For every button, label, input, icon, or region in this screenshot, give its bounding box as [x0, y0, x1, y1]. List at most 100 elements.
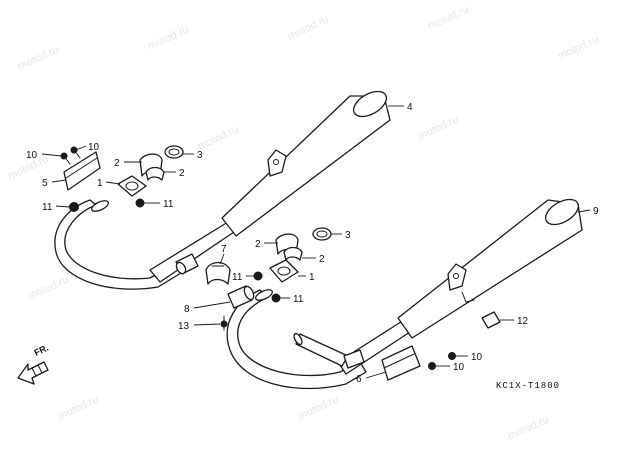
- gasket-3b-inner: [316, 230, 328, 238]
- lower-pipe-inlet: [255, 289, 273, 301]
- direction-label: FR.: [33, 343, 50, 358]
- leader-6: [365, 371, 387, 379]
- watermark: motod.ru: [296, 393, 340, 422]
- callout-12: 12: [517, 316, 529, 327]
- nut-11b: [135, 198, 145, 208]
- watermark: motod.ru: [506, 413, 550, 442]
- lower-joint-collar: [343, 349, 365, 369]
- front-direction-indicator: FR.: [17, 343, 50, 385]
- callout-1: 1: [309, 272, 315, 283]
- heat-protector-5: [63, 151, 101, 191]
- callout-10: 10: [26, 150, 38, 161]
- leader-5: [51, 179, 67, 183]
- callout-2: 2: [114, 158, 120, 169]
- lower-branch-end: [293, 332, 303, 346]
- collar-2b: [145, 166, 165, 181]
- collar-2d: [283, 246, 303, 261]
- callout-10: 10: [453, 362, 465, 373]
- watermark: motod.ru: [286, 13, 330, 42]
- joint-flange-1b-hole: [277, 266, 291, 276]
- arrow-hatch: [37, 364, 43, 374]
- lower-header-pipe: [226, 289, 367, 390]
- bolt-10d: [428, 362, 436, 370]
- nut-11a: [69, 202, 79, 212]
- callout-3: 3: [345, 230, 351, 241]
- bolt-10b-shank: [73, 149, 81, 159]
- callout-7: 7: [221, 244, 227, 255]
- muffler-4-body: [221, 95, 391, 237]
- connector-tube-8-end: [243, 285, 255, 301]
- muffler-9-lower-tab: [461, 291, 475, 303]
- leader-1a: [105, 181, 121, 185]
- callout-6: 6: [356, 374, 362, 385]
- joint-flange-1b: [269, 259, 299, 283]
- callout-1: 1: [97, 178, 103, 189]
- muffler-9-tip: [544, 198, 580, 226]
- heat-protector-6: [381, 345, 421, 381]
- callout-11: 11: [42, 202, 53, 213]
- callout-3: 3: [197, 150, 203, 161]
- bolt-10a-shank: [63, 155, 71, 165]
- leader-lines: [41, 105, 591, 379]
- lower-branch-pipe: [295, 333, 349, 367]
- muffler-4-bracket: [267, 149, 287, 177]
- watermark: motod.ru: [26, 273, 70, 302]
- bolt-10c: [448, 352, 456, 360]
- joint-flange-1a: [117, 175, 147, 197]
- muffler-9-body: [397, 199, 583, 339]
- leader-11a: [55, 205, 71, 208]
- arrow-icon: [17, 361, 49, 385]
- muffler-4-tip: [352, 90, 388, 118]
- leader-7: [219, 253, 225, 265]
- callout-2: 2: [255, 239, 261, 250]
- lower-exhaust-pipe: [226, 289, 411, 390]
- watermark: motod.ru: [146, 23, 190, 52]
- callout-11: 11: [163, 199, 174, 210]
- leader-10a: [41, 153, 63, 157]
- leader-10b: [75, 145, 87, 151]
- callout-2: 2: [179, 168, 185, 179]
- upper-pipe-inlet: [91, 200, 109, 212]
- watermark: motod.ru: [416, 113, 460, 142]
- leader-8: [193, 301, 231, 309]
- callout-10: 10: [471, 352, 483, 363]
- nut-11d: [271, 293, 281, 303]
- watermark: motod.ru: [56, 393, 100, 422]
- callout-2: 2: [319, 254, 325, 265]
- callout-9: 9: [593, 206, 599, 217]
- watermark: motod.ru: [196, 123, 240, 152]
- callout-4: 4: [407, 102, 413, 113]
- heat-protector-5-edge: [65, 157, 98, 179]
- watermark: motod.ru: [426, 3, 470, 32]
- watermark: motod.ru: [556, 33, 600, 62]
- callout-11: 11: [232, 272, 243, 283]
- heat-protector-6-edge: [383, 353, 415, 369]
- upper-joint-ring: [175, 261, 187, 275]
- callout-5: 5: [42, 178, 48, 189]
- watermark: motod.ru: [16, 43, 60, 72]
- clip-nut-12: [481, 311, 501, 329]
- callout-10: 10: [88, 142, 100, 153]
- muffler-4: [221, 90, 391, 237]
- callout-11: 11: [293, 294, 304, 305]
- gasket-3a: [164, 145, 184, 159]
- upper-header-pipe: [54, 199, 187, 290]
- callout-8: 8: [184, 304, 190, 315]
- arrow-hatch: [31, 367, 37, 377]
- joint-flange-1a-hole: [125, 181, 139, 191]
- muffler-9-bracket: [447, 263, 467, 291]
- callout-numbers: 4 9 10 10 5 2 2 3 1 11 11 2 2 3 7 11 1 1…: [26, 102, 599, 385]
- diagram-code: KC1X-T1800: [496, 381, 560, 391]
- clamp-band-7: [205, 261, 231, 285]
- muffler-9-bracket-hole: [453, 273, 459, 279]
- gasket-3a-inner: [168, 148, 180, 156]
- callout-13: 13: [178, 321, 190, 332]
- leader-13: [193, 323, 221, 326]
- muffler-4-bracket-hole: [273, 159, 279, 165]
- nut-11c: [253, 271, 263, 281]
- leader-9: [577, 209, 591, 213]
- gasket-3b: [312, 227, 332, 241]
- muffler-9: [397, 198, 583, 339]
